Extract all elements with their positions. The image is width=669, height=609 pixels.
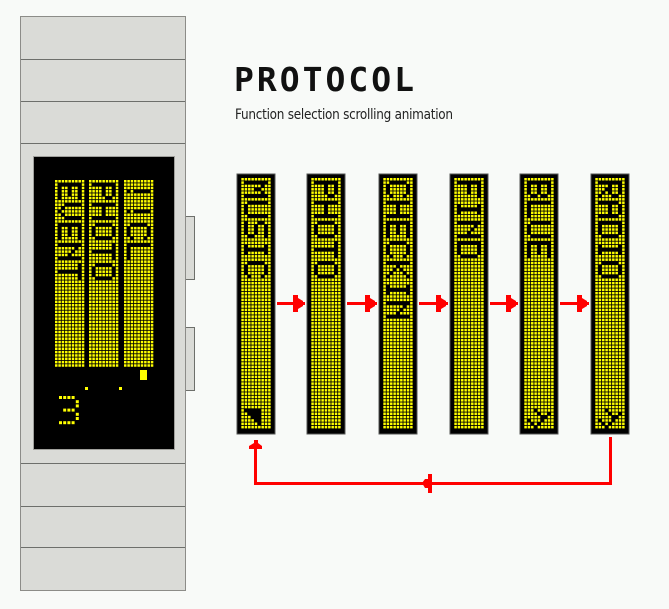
screen-counter [59, 396, 79, 425]
arrow-line [347, 302, 377, 305]
arrow-line [560, 302, 589, 305]
band-segment [21, 101, 185, 144]
loop-arrow-line [254, 446, 257, 485]
band-segment [21, 463, 185, 507]
scroll-indicator [140, 370, 147, 380]
band-segment [21, 505, 185, 548]
arrow-head [293, 295, 303, 312]
screen-column-photo [89, 180, 119, 367]
frame-blue-dots [524, 178, 554, 429]
frame-photo-dots [311, 178, 341, 429]
loop-arrow-line [609, 437, 612, 485]
band-segment [21, 59, 185, 102]
arrow-head [436, 295, 446, 312]
screen-column-event [55, 180, 85, 367]
arrow-head [365, 295, 375, 312]
screen-column-third [124, 180, 154, 367]
loop-arrow-line [254, 482, 612, 485]
loop-arrow-head-left [422, 474, 432, 493]
arrow-line [419, 302, 448, 305]
side-button-upper[interactable] [186, 216, 195, 280]
frame-find-dots [454, 178, 484, 429]
page-title: PROTOCOL [234, 60, 417, 99]
arrow-head [577, 295, 587, 312]
screen-dot [85, 387, 88, 390]
arrow-line [277, 302, 305, 305]
side-button-lower[interactable] [186, 327, 195, 391]
frame-music-dots [241, 178, 271, 429]
frame-checkin-dots [383, 178, 413, 429]
arrow-head [506, 295, 516, 312]
page-subtitle: Function selection scrolling animation [235, 107, 453, 123]
frame-radio-dots [595, 178, 625, 429]
arrow-line [490, 302, 518, 305]
band-segment [21, 17, 185, 60]
loop-arrow-head-up [249, 440, 262, 449]
screen-dot [119, 387, 122, 390]
